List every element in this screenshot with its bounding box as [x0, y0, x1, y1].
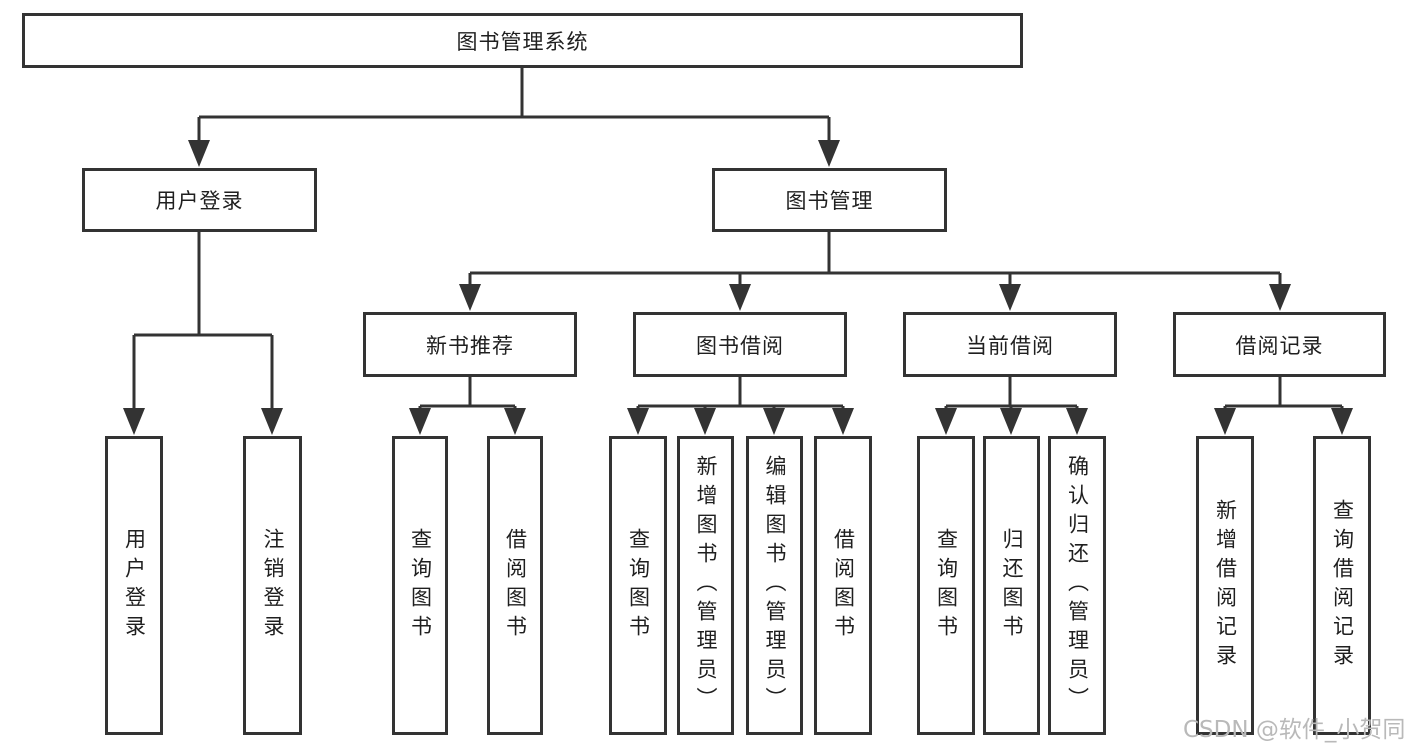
node-book-management: 图书管理	[712, 168, 947, 232]
node-current-borrow: 当前借阅	[903, 312, 1117, 377]
node-book-borrow-label: 图书借阅	[696, 333, 784, 358]
leaf-add-borrow-record: 新增借阅记录	[1196, 436, 1254, 735]
node-borrow-records: 借阅记录	[1173, 312, 1386, 377]
node-new-book-recommend-label: 新书推荐	[426, 333, 514, 358]
node-root: 图书管理系统	[22, 13, 1023, 68]
leaf-user-login-label: 用户登录	[122, 527, 147, 644]
leaf-query-books-current-label: 查询图书	[934, 527, 959, 644]
leaf-add-borrow-record-label: 新增借阅记录	[1213, 498, 1238, 673]
leaf-borrow-books-recommend: 借阅图书	[487, 436, 543, 735]
csdn-watermark: CSDN @软件_小贺同学	[1183, 717, 1405, 743]
node-root-label: 图书管理系统	[456, 29, 589, 54]
leaf-edit-books-admin: 编辑图书（管理员）	[746, 436, 803, 735]
leaf-confirm-return-admin-label: 确认归还（管理员）	[1065, 455, 1090, 716]
leaf-borrow-books-borrow: 借阅图书	[814, 436, 872, 735]
node-user-login: 用户登录	[82, 168, 317, 232]
leaf-query-books-recommend: 查询图书	[392, 436, 448, 735]
leaf-query-books-current: 查询图书	[917, 436, 975, 735]
leaf-add-books-admin: 新增图书（管理员）	[677, 436, 734, 735]
node-book-borrow: 图书借阅	[633, 312, 847, 377]
leaf-logout-login-label: 注销登录	[261, 527, 285, 644]
node-borrow-records-label: 借阅记录	[1235, 333, 1324, 358]
leaf-query-borrow-record-label: 查询借阅记录	[1330, 498, 1355, 673]
leaf-confirm-return-admin: 确认归还（管理员）	[1048, 436, 1106, 735]
leaf-logout-login: 注销登录	[243, 436, 302, 735]
node-book-management-label: 图书管理	[785, 189, 874, 213]
node-new-book-recommend: 新书推荐	[363, 312, 577, 377]
leaf-borrow-books-recommend-label: 借阅图书	[503, 527, 528, 644]
leaf-edit-books-admin-label: 编辑图书（管理员）	[763, 455, 787, 716]
leaf-query-borrow-record: 查询借阅记录	[1313, 436, 1371, 735]
leaf-return-books-label: 归还图书	[1000, 527, 1024, 644]
leaf-query-books-recommend-label: 查询图书	[408, 527, 433, 644]
leaf-user-login: 用户登录	[105, 436, 163, 735]
leaf-query-books-borrow-label: 查询图书	[626, 527, 651, 644]
leaf-borrow-books-borrow-label: 借阅图书	[831, 527, 856, 644]
leaf-return-books: 归还图书	[983, 436, 1040, 735]
node-current-borrow-label: 当前借阅	[966, 333, 1054, 358]
arrowhead-icon	[123, 140, 1353, 435]
leaf-add-books-admin-label: 新增图书（管理员）	[694, 455, 718, 716]
node-user-login-label: 用户登录	[155, 189, 244, 213]
leaf-query-books-borrow: 查询图书	[609, 436, 667, 735]
